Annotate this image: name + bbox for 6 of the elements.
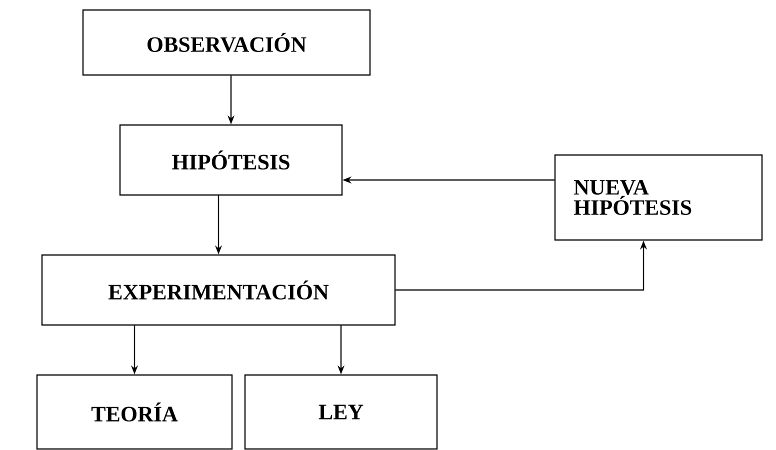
process-box: OBSERVACIÓN xyxy=(82,9,371,76)
process-box: LEY xyxy=(244,374,438,450)
process-box: EXPERIMENTACIÓN xyxy=(41,254,396,326)
process-box: TEORÍA xyxy=(36,374,233,450)
process-box: HIPÓTESIS xyxy=(119,124,343,196)
process-box: NUEVA HIPÓTESIS xyxy=(554,154,763,241)
